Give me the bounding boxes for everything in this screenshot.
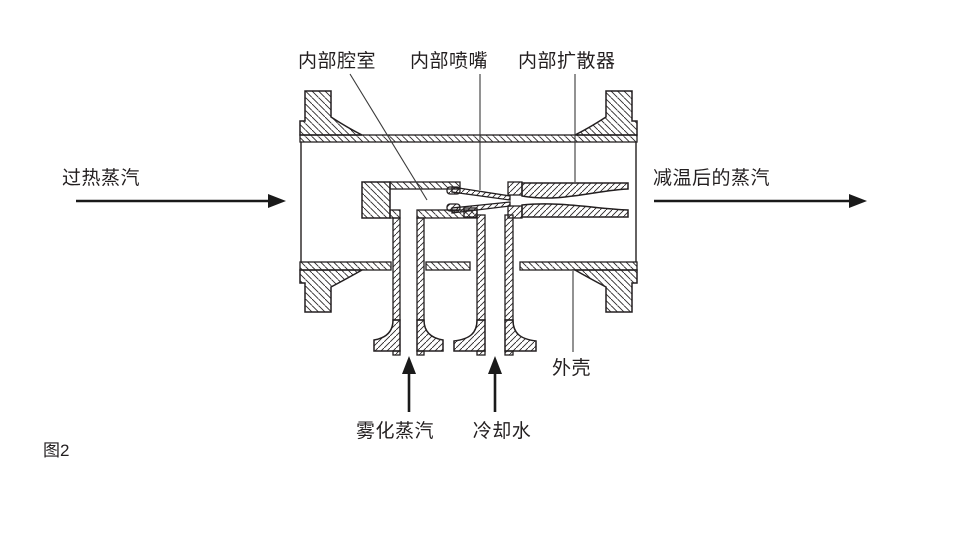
leader-lines — [349, 73, 576, 352]
steam-pipe-wall-left — [392, 217, 401, 321]
water-pipe-flange-left — [453, 319, 486, 352]
steam-pipe-wall-right — [416, 217, 425, 321]
label-cooling-water: 冷却水 — [473, 420, 532, 442]
label-superheated-steam: 过热蒸汽 — [62, 167, 140, 189]
inlet-flow-arrow — [76, 194, 286, 208]
diffuser-lower-wall — [521, 203, 629, 218]
cooling-water-pipe — [453, 207, 537, 356]
diffuser-upper-wall — [521, 182, 629, 199]
label-desuperheated-steam: 减温后的蒸汽 — [653, 167, 770, 189]
label-atomizing-steam: 雾化蒸汽 — [356, 420, 434, 442]
label-internal-nozzle: 内部喷嘴 — [410, 50, 488, 72]
label-internal-chamber: 内部腔室 — [298, 50, 376, 72]
atomizing-steam-pipe — [373, 217, 444, 356]
flange-bottom-right — [572, 269, 638, 313]
label-internal-diffuser: 内部扩散器 — [518, 50, 616, 72]
steam-pipe-flange-right — [416, 319, 444, 352]
leader-internal-chamber — [349, 73, 428, 201]
water-pipe-wall-right — [504, 214, 514, 321]
water-pipe-wall-left — [476, 214, 486, 321]
steam-pipe-flange-left — [373, 319, 401, 352]
shell-bottom-wall-left — [299, 261, 392, 271]
nozzle-lower-cone — [451, 201, 511, 214]
atomizing-steam-arrow — [402, 356, 416, 412]
nozzle-holder-lower — [507, 205, 523, 219]
water-pipe-flange-right — [504, 319, 537, 352]
internal-diffuser-assembly — [521, 182, 629, 218]
outlet-flow-arrow — [654, 194, 867, 208]
flange-bottom-left — [299, 269, 365, 313]
chamber-bottom-wall-left — [389, 209, 401, 219]
internal-nozzle-assembly — [446, 181, 523, 219]
cooling-water-arrow — [488, 356, 502, 412]
shell-top-wall — [299, 134, 638, 143]
figure-caption: 图2 — [43, 441, 69, 460]
nozzle-upper-cone — [451, 186, 511, 201]
water-pipe-flange-tab-right — [504, 350, 514, 356]
shell-cross-section — [299, 90, 638, 313]
flange-top-left — [299, 90, 363, 136]
label-shell: 外壳 — [552, 357, 591, 379]
flow-arrows — [76, 194, 867, 412]
diagram-labels: 内部腔室 内部喷嘴 内部扩散器 过热蒸汽 减温后的蒸汽 外壳 雾化蒸汽 冷却水 … — [43, 50, 770, 460]
steam-pipe-flange-tab-right — [416, 350, 425, 356]
shell-bottom-wall-right — [519, 261, 638, 271]
chamber-top-wall — [389, 181, 461, 190]
shell-bottom-wall-middle — [425, 261, 471, 271]
nozzle-holder-upper — [507, 181, 523, 196]
flange-top-right — [574, 90, 638, 136]
internal-chamber-assembly — [361, 181, 478, 219]
water-pipe-flange-tab-left — [476, 350, 486, 356]
chamber-end-cap — [361, 181, 391, 219]
steam-pipe-flange-tab-left — [392, 350, 401, 356]
